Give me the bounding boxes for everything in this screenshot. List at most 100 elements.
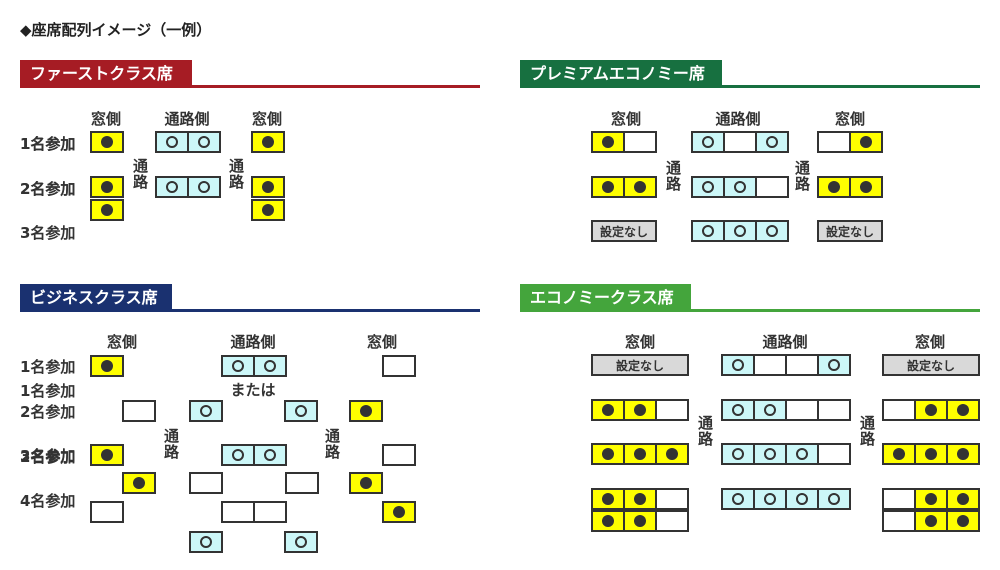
window-seat (882, 443, 916, 465)
party-size-label: 1名参加 (20, 382, 76, 400)
aisle-seat (753, 443, 787, 465)
open-circle-icon (828, 359, 840, 371)
open-circle-icon (166, 181, 178, 193)
filled-circle-icon (957, 448, 969, 460)
empty-seat (817, 443, 851, 465)
window-seat (591, 176, 625, 198)
filled-circle-icon (101, 360, 113, 372)
aisle-seat (284, 531, 318, 553)
seat-not-available: 設定なし (882, 354, 980, 376)
aisle-seat (691, 131, 725, 153)
seat-group (721, 443, 851, 465)
window-seat (817, 176, 851, 198)
window-seat (90, 444, 124, 466)
aisle-label: 通路 (324, 427, 340, 461)
aisle-seat (785, 443, 819, 465)
window-seat (623, 510, 657, 532)
aisle-seat (817, 488, 851, 510)
seat-group (349, 400, 383, 422)
filled-circle-icon (602, 181, 614, 193)
seat-group (285, 472, 319, 494)
seat-group (251, 131, 285, 153)
window-seat (122, 472, 156, 494)
seat-group (90, 176, 124, 198)
party-size-label: 2名参加 (20, 448, 76, 466)
open-circle-icon (734, 181, 746, 193)
filled-circle-icon (634, 493, 646, 505)
filled-circle-icon (828, 181, 840, 193)
empty-seat (122, 400, 156, 422)
filled-circle-icon (925, 404, 937, 416)
empty-seat (285, 472, 319, 494)
window-seat (90, 355, 124, 377)
empty-seat (253, 501, 287, 523)
filled-circle-icon (602, 136, 614, 148)
open-circle-icon (732, 404, 744, 416)
open-circle-icon (295, 536, 307, 548)
window-seat (349, 400, 383, 422)
aisle-seat (187, 176, 221, 198)
open-circle-icon (232, 449, 244, 461)
window-side-label: 窓側 (366, 333, 398, 351)
aisle-seat (155, 131, 189, 153)
filled-circle-icon (634, 181, 646, 193)
filled-circle-icon (634, 404, 646, 416)
open-circle-icon (766, 225, 778, 237)
party-size-label: 4名参加 (20, 492, 76, 510)
seat-group (221, 501, 287, 523)
party-size-label: 2名参加 (20, 403, 76, 421)
seat-group (251, 199, 285, 221)
seat-not-available: 設定なし (591, 220, 657, 242)
aisle-label: 通路 (163, 427, 179, 461)
seat-group (591, 176, 657, 198)
filled-circle-icon (602, 404, 614, 416)
aisle-seat (721, 354, 755, 376)
business-header-rule (20, 309, 480, 312)
window-side-label: 窓側 (914, 333, 946, 351)
premium-section-header: プレミアムエコノミー席 (520, 60, 722, 87)
aisle-seat (221, 444, 255, 466)
empty-seat (723, 131, 757, 153)
open-circle-icon (166, 136, 178, 148)
filled-circle-icon (860, 181, 872, 193)
economy-header-rule (520, 309, 980, 312)
filled-circle-icon (262, 136, 274, 148)
window-seat (251, 131, 285, 153)
seat-group (90, 355, 124, 377)
empty-seat (882, 510, 916, 532)
window-seat (655, 443, 689, 465)
empty-seat (655, 399, 689, 421)
aisle-seat (691, 220, 725, 242)
seat-group (721, 488, 851, 510)
seat-group (691, 131, 789, 153)
filled-circle-icon (101, 204, 113, 216)
seat-group (349, 472, 383, 494)
seat-group (721, 399, 851, 421)
filled-circle-icon (925, 515, 937, 527)
empty-seat (655, 510, 689, 532)
open-circle-icon (796, 493, 808, 505)
aisle-seat (723, 220, 757, 242)
first-section-header: ファーストクラス席 (20, 60, 192, 87)
window-seat (849, 131, 883, 153)
filled-circle-icon (957, 515, 969, 527)
aisle-label: 通路 (132, 157, 148, 191)
seat-group (591, 488, 689, 510)
window-side-label: 窓側 (624, 333, 656, 351)
aisle-seat (253, 444, 287, 466)
seat-group (591, 399, 689, 421)
open-circle-icon (732, 493, 744, 505)
window-seat (591, 510, 625, 532)
window-seat (90, 199, 124, 221)
empty-seat (882, 399, 916, 421)
filled-circle-icon (634, 515, 646, 527)
filled-circle-icon (893, 448, 905, 460)
open-circle-icon (295, 405, 307, 417)
filled-circle-icon (634, 448, 646, 460)
seat-group (155, 176, 221, 198)
open-circle-icon (264, 449, 276, 461)
filled-circle-icon (360, 477, 372, 489)
window-seat (914, 443, 948, 465)
open-circle-icon (198, 136, 210, 148)
seat-group (382, 355, 416, 377)
